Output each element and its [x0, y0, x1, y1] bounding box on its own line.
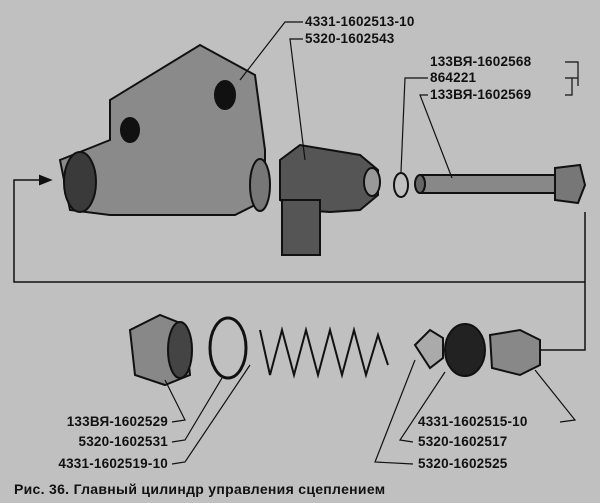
gasket-part [208, 316, 248, 380]
label-boot: 5320-1602543 [305, 31, 395, 46]
piston-part [488, 328, 541, 377]
label-spring: 4331-1602519-10 [58, 456, 168, 471]
ring-part [393, 172, 409, 198]
arrow-head-icon [39, 174, 53, 186]
label-plug: 133ВЯ-1602529 [66, 414, 168, 429]
plug-part [128, 313, 193, 387]
label-valve: 5320-1602525 [418, 456, 508, 471]
cuff-part [444, 323, 486, 377]
assembly-arrow-line [13, 179, 586, 351]
label-cuff: 5320-1602517 [418, 434, 508, 449]
label-gasket: 5320-1602531 [78, 434, 168, 449]
label-rod: 133ВЯ-1602569 [430, 87, 532, 102]
spring-part [259, 326, 389, 379]
label-ring: 864221 [430, 70, 477, 85]
caption-prefix: Рис. 36. [14, 481, 70, 497]
caption-title: Главный цилиндр управления сцеплением [73, 481, 386, 497]
dust-boot [279, 143, 381, 256]
label-piston: 4331-1602515-10 [418, 414, 528, 429]
valve-part [413, 328, 444, 370]
figure-caption: Рис. 36. Главный цилиндр управления сцеп… [14, 481, 385, 497]
push-rod [414, 163, 587, 205]
label-rod-nut: 133ВЯ-1602568 [430, 54, 532, 69]
cylinder-housing [58, 43, 271, 216]
label-housing: 4331-1602513-10 [305, 14, 415, 29]
